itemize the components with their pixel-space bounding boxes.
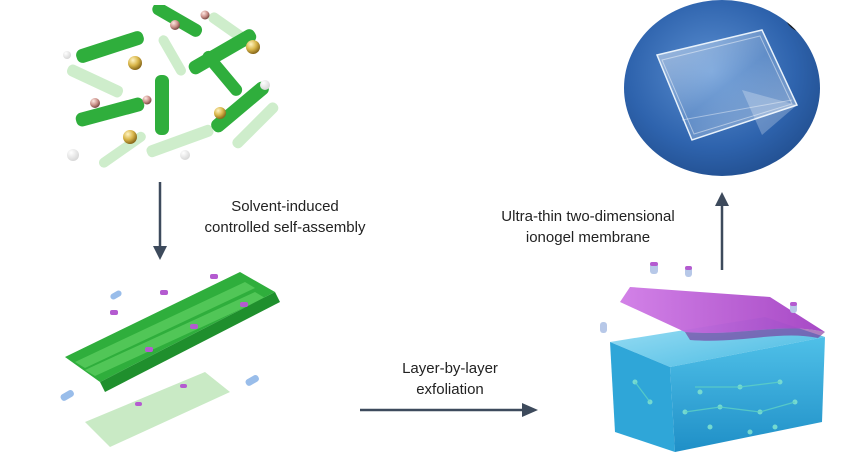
assembled-layers-illustration: [40, 262, 310, 452]
self-assembly-caption-line2: controlled self-assembly: [204, 219, 366, 236]
molecular-precursors-illustration: [55, 5, 295, 180]
exfoliation-caption-line2: exfoliation: [416, 381, 484, 398]
membrane-caption: Ultra-thin two-dimensional ionogel membr…: [478, 206, 698, 248]
membrane-caption-line1: Ultra-thin two-dimensional: [501, 208, 675, 225]
down-arrow-icon: [152, 182, 168, 267]
ionogel-block-illustration: [590, 262, 840, 457]
membrane-caption-line2: ionogel membrane: [525, 229, 651, 246]
self-assembly-caption-line1: Solvent-induced: [231, 198, 339, 215]
exfoliation-caption-line1: Layer-by-layer: [402, 360, 498, 377]
self-assembly-caption: Solvent-induced controlled self-assembly: [200, 196, 370, 238]
right-arrow-icon: [360, 402, 540, 423]
up-arrow-icon: [714, 192, 730, 277]
exfoliation-caption: Layer-by-layer exfoliation: [370, 358, 530, 400]
membrane-photo: [622, 0, 822, 180]
